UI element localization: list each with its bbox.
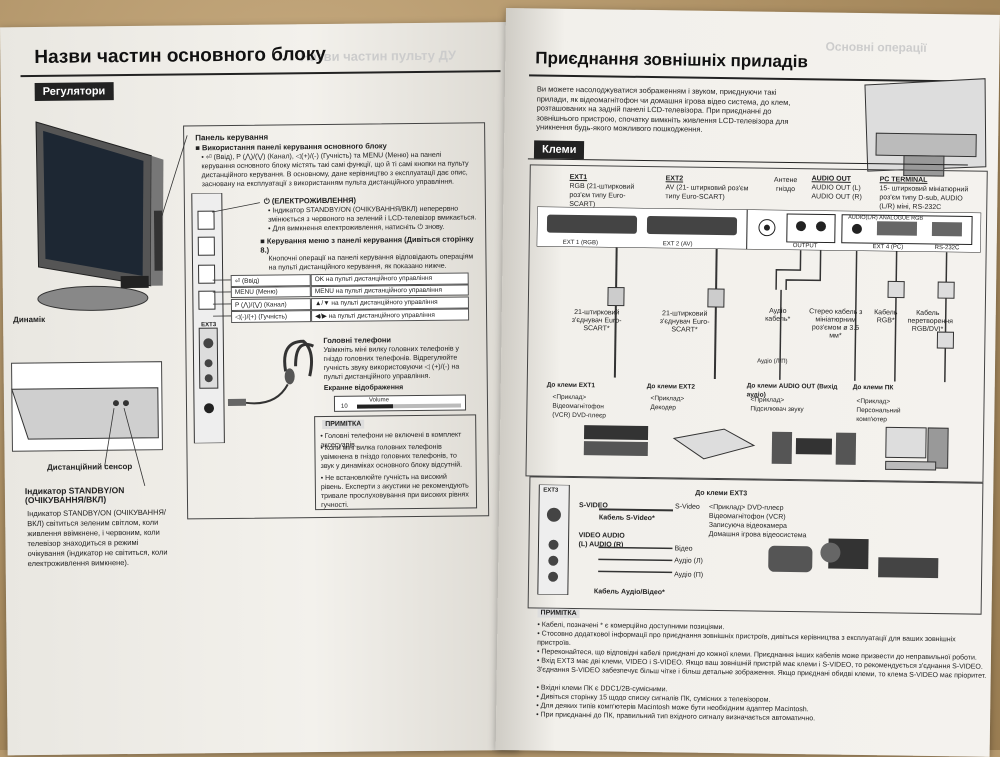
terminals-tab: Клеми (534, 140, 585, 159)
device-decoder-text: <Приклад> Декодер (650, 394, 710, 413)
dvi-cable-label: Кабель перетворення RGB/DVI* (907, 310, 947, 335)
audio-cable-label: Аудіо кабель* (758, 308, 798, 325)
rear-terminal-panel (537, 206, 982, 252)
devices-illustration (534, 416, 979, 478)
ext1-desc: RGB (21-штирковий роз'єм типу Euro-SCART… (569, 182, 649, 210)
panel-analogue: ANALOGUE RGB (879, 214, 923, 224)
leader-lines (0, 22, 520, 755)
right-ghost-title: Основні операції (825, 42, 926, 52)
right-page: Основні операції Приєднання зовнішніх пр… (496, 8, 1000, 757)
to-ext3-label: До клеми EXT3 (695, 489, 747, 499)
ext2-desc: AV (21- штирковий роз'єм типу Euro-SCART… (665, 183, 755, 202)
to-pc-label: До клеми ПК (853, 383, 894, 393)
left-page: Назви частин пульту ДУ Назви частин осно… (0, 22, 520, 755)
ext3-label: EXT3 (543, 487, 558, 496)
right-page-title: Приєднання зовнішніх приладів (535, 48, 808, 72)
to-ext2-label: До клеми EXT2 (647, 382, 695, 392)
ext3-cables (568, 499, 981, 605)
intro-text: Ви можете насолоджуватися зображенням і … (536, 84, 807, 135)
audio-out-desc: AUDIO OUT (L) AUDIO OUT (R) (811, 183, 871, 202)
ext1-label: EXT1 (570, 173, 588, 182)
right-note-label: ПРИМІТКА (537, 609, 579, 619)
stereo-cable-label: Стерео кабель з мініатюрним роз'ємом ø 3… (805, 308, 865, 341)
scart1-cable-label: 21-штирковий з'єднувач Euro-SCART* (561, 309, 631, 334)
device-amp-text: <Приклад> Підсилювач звуку (750, 395, 820, 414)
pc-terminal-desc: 15- штирковий мініатюрний роз'єм типу D-… (879, 184, 979, 212)
rgb-cable-label: Кабель RGB* (868, 309, 904, 326)
ext3-side-panel (536, 484, 572, 594)
panel-audio: AUDIO(L/R) (848, 214, 878, 223)
audio-lr-label: Аудіо (Л/П) (757, 358, 788, 367)
to-ext1-label: До клеми EXT1 (547, 381, 595, 391)
scart2-cable-label: 21-штирковий з'єднувач Euro-SCART* (649, 310, 719, 335)
ext2-label: EXT2 (666, 174, 684, 183)
antenna-label: Антене гніздо (765, 176, 805, 195)
